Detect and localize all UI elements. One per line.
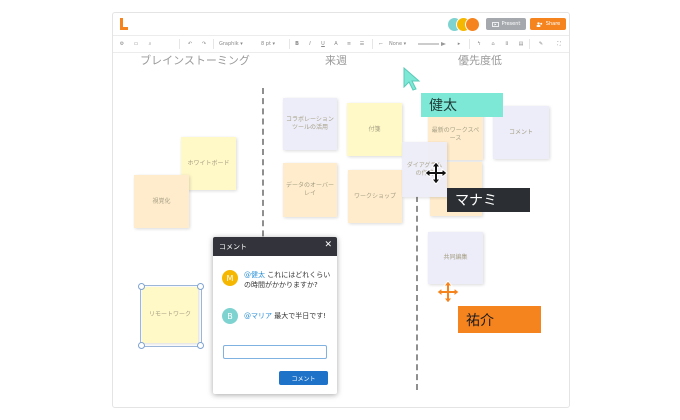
cursor-arrow-icon bbox=[403, 67, 421, 91]
comment-header: コメント ✕ bbox=[213, 237, 337, 256]
connector-icon[interactable]: ⌐ bbox=[378, 41, 384, 47]
column-title-low-priority: 優先度低 bbox=[458, 54, 502, 67]
mention[interactable]: @マリア bbox=[244, 312, 272, 320]
app-logo-icon[interactable] bbox=[118, 17, 130, 31]
comment-submit-button[interactable]: コメント bbox=[279, 371, 328, 385]
sticky-note[interactable]: 視覚化 bbox=[134, 175, 189, 228]
wrench-icon[interactable]: ✎ bbox=[538, 41, 544, 47]
undo-icon[interactable]: ↶ bbox=[187, 41, 193, 47]
resize-handle[interactable] bbox=[138, 342, 145, 349]
move-cursor-icon bbox=[436, 280, 460, 304]
page-icon[interactable]: ▭ bbox=[133, 41, 139, 47]
column-title-next-week: 来週 bbox=[325, 54, 347, 67]
message-body: 最大で半日です! bbox=[272, 312, 327, 320]
underline-icon[interactable]: U bbox=[321, 41, 325, 47]
align-icon[interactable]: ≡ bbox=[346, 41, 352, 47]
column-divider bbox=[262, 88, 264, 328]
selection-box[interactable] bbox=[138, 283, 204, 349]
move-cursor-icon bbox=[424, 161, 448, 185]
home-icon[interactable]: ⌂ bbox=[491, 41, 495, 47]
present-icon bbox=[491, 21, 499, 27]
font-select[interactable]: Graphik ▾ bbox=[219, 41, 243, 47]
sticky-note[interactable]: 付箋 bbox=[347, 103, 402, 156]
comment-message: M @健太 これにはどれくらいの時間がかかりますか? bbox=[222, 270, 332, 290]
comment-input[interactable] bbox=[223, 345, 327, 359]
comment-panel: コメント ✕ M @健太 これにはどれくらいの時間がかかりますか? B @マリア… bbox=[213, 237, 337, 394]
bold-icon[interactable]: B bbox=[295, 41, 299, 47]
fullscreen-icon[interactable]: ⛶ bbox=[557, 41, 561, 47]
font-size-value: 8 pt bbox=[261, 41, 271, 47]
line-style-value: None bbox=[389, 41, 403, 47]
sticky-note[interactable]: コラボレーションツールの活用 bbox=[283, 98, 337, 150]
comment-text: @マリア 最大で半日です! bbox=[244, 308, 332, 321]
sticky-note[interactable]: ワークショップ bbox=[348, 170, 402, 223]
column-divider bbox=[416, 196, 418, 390]
toolbar: ⚙ ▭ ⌕ ↶ ↷ Graphik ▾ 8 pt ▾ B I U A ≡ ☰ ⌐… bbox=[113, 36, 569, 53]
cursor-label-yusuke: 祐介 bbox=[458, 306, 541, 333]
search-icon[interactable]: ⌕ bbox=[148, 41, 152, 47]
present-button[interactable]: Present bbox=[486, 18, 526, 30]
italic-icon[interactable]: I bbox=[309, 41, 311, 47]
sticky-note[interactable]: データのオーバーレイ bbox=[283, 163, 337, 217]
avatar: M bbox=[222, 270, 238, 286]
cursor-label-kenta: 健太 bbox=[421, 93, 503, 117]
cursor-label-manami: マナミ bbox=[447, 188, 530, 212]
line-width-slider[interactable] bbox=[417, 39, 447, 49]
collaborator-avatar[interactable] bbox=[465, 17, 480, 32]
top-bar: Present Share bbox=[113, 13, 569, 36]
redo-icon[interactable]: ↷ bbox=[201, 41, 207, 47]
font-size-select[interactable]: 8 pt ▾ bbox=[261, 41, 276, 47]
sticky-note[interactable]: リモートワーク bbox=[142, 287, 198, 343]
mention[interactable]: @健太 bbox=[244, 271, 265, 279]
sticky-note[interactable]: 共同編集 bbox=[428, 232, 483, 284]
sticky-note[interactable]: ホワイトボード bbox=[181, 137, 236, 190]
avatar: B bbox=[222, 308, 238, 324]
arrow-style-icon[interactable]: ▸ bbox=[457, 41, 461, 47]
resize-handle[interactable] bbox=[197, 283, 204, 290]
sticky-note-dragging[interactable]: ダイアグラムの作成 bbox=[402, 142, 447, 197]
column-title-brainstorming: ブレインストーミング bbox=[140, 54, 250, 67]
line-spacing-icon[interactable]: ☰ bbox=[359, 41, 365, 47]
lightning-icon[interactable]: ϟ bbox=[477, 41, 481, 47]
lock-icon[interactable]: ⌷ bbox=[505, 41, 509, 47]
font-value: Graphik bbox=[219, 41, 239, 47]
share-label: Share bbox=[545, 21, 561, 27]
comment-title: コメント bbox=[219, 242, 247, 251]
resize-handle[interactable] bbox=[138, 283, 145, 290]
collaborator-avatars[interactable] bbox=[447, 17, 481, 32]
comment-text: @健太 これにはどれくらいの時間がかかりますか? bbox=[244, 270, 332, 290]
comment-message: B @マリア 最大で半日です! bbox=[222, 308, 332, 324]
message-body: これにはどれくらいの時間がかかりますか? bbox=[244, 271, 331, 289]
present-label: Present bbox=[501, 21, 521, 27]
format-icon[interactable]: ▤ bbox=[518, 41, 524, 47]
share-button[interactable]: Share bbox=[530, 18, 566, 30]
settings-icon[interactable]: ⚙ bbox=[119, 41, 125, 47]
line-style-select[interactable]: None ▾ bbox=[389, 41, 407, 47]
close-icon[interactable]: ✕ bbox=[324, 240, 332, 250]
text-color-icon[interactable]: A bbox=[334, 41, 338, 47]
users-icon bbox=[536, 21, 542, 27]
resize-handle[interactable] bbox=[197, 342, 204, 349]
